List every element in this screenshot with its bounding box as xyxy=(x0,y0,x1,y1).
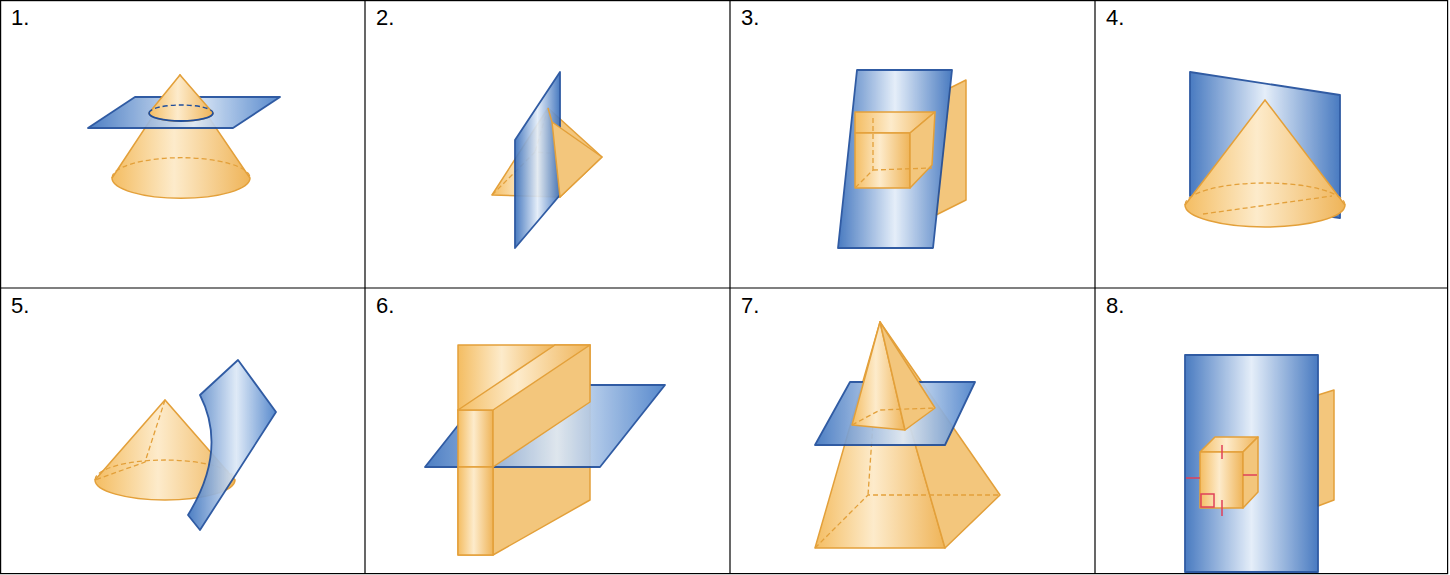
table-grid-part xyxy=(0,287,1448,288)
pyramid-horizontal-section-part xyxy=(880,322,935,430)
cube-curved-plane-part xyxy=(1186,445,1257,516)
cell-number: 6. xyxy=(376,293,394,319)
cell-number: 1. xyxy=(11,5,29,31)
cube-tilted-section-part xyxy=(838,70,952,248)
pyramid-horizontal-section-part xyxy=(815,322,1000,548)
cell-number: 7. xyxy=(741,293,759,319)
cone-horizontal-section xyxy=(88,75,280,198)
cone-horizontal-section-part xyxy=(112,75,250,198)
prism-horizontal-section-part xyxy=(458,345,590,410)
cone-horizontal-section-part xyxy=(149,75,213,121)
cone-horizontal-section-part xyxy=(149,105,213,113)
cone-oblique-section-part xyxy=(188,360,276,530)
table-grid-part xyxy=(364,0,365,574)
cube-curved-plane-part xyxy=(1185,355,1318,572)
pyramid-vertical-section xyxy=(492,72,602,248)
prism-horizontal-section-part xyxy=(458,467,493,555)
cell-number: 8. xyxy=(1106,293,1124,319)
table-grid-part xyxy=(729,0,730,574)
cone-horizontal-section-part xyxy=(149,113,213,121)
cube-curved-plane-part xyxy=(1200,452,1243,508)
pyramid-horizontal-section xyxy=(815,322,1000,548)
cube-tilted-section-part xyxy=(855,118,932,188)
cone-oblique-section-part xyxy=(95,400,165,480)
cube-tilted-section xyxy=(838,70,966,248)
cone-vertical-section-part xyxy=(1185,100,1345,227)
cell-number: 4. xyxy=(1106,5,1124,31)
cone-vertical-section-part xyxy=(1185,183,1345,205)
cube-curved-plane-part xyxy=(1201,494,1214,507)
cube-curved-plane xyxy=(1185,355,1334,572)
pyramid-vertical-section-part xyxy=(552,122,602,197)
table-grid-part xyxy=(1094,0,1095,574)
pyramid-vertical-section-part xyxy=(548,108,552,122)
prism-horizontal-section-part xyxy=(458,410,493,467)
prism-horizontal-section xyxy=(425,345,665,555)
cone-horizontal-section-part xyxy=(112,158,250,178)
cube-tilted-section-part xyxy=(910,112,935,188)
cone-oblique-section xyxy=(95,360,276,530)
cell-number: 2. xyxy=(376,5,394,31)
cube-curved-plane-part xyxy=(1318,390,1334,506)
cell-number: 5. xyxy=(11,293,29,319)
cone-vertical-section-part xyxy=(1203,196,1332,214)
cell-number: 3. xyxy=(741,5,759,31)
pyramid-horizontal-section-part xyxy=(852,408,935,425)
pyramid-vertical-section-part xyxy=(515,72,560,248)
cube-curved-plane-part xyxy=(1243,437,1258,508)
prism-horizontal-section-part xyxy=(458,410,493,555)
cone-vertical-section xyxy=(1185,72,1345,227)
